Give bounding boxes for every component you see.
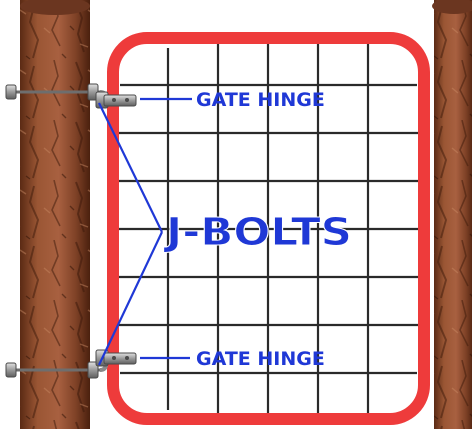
left-post-icon xyxy=(20,0,90,429)
right-post-icon xyxy=(432,0,472,429)
top-hinge-label: GATE HINGE xyxy=(196,89,325,111)
bottom-hinge-label: GATE HINGE xyxy=(196,348,325,370)
j-bolts-label: J-BOLTS xyxy=(163,210,352,254)
